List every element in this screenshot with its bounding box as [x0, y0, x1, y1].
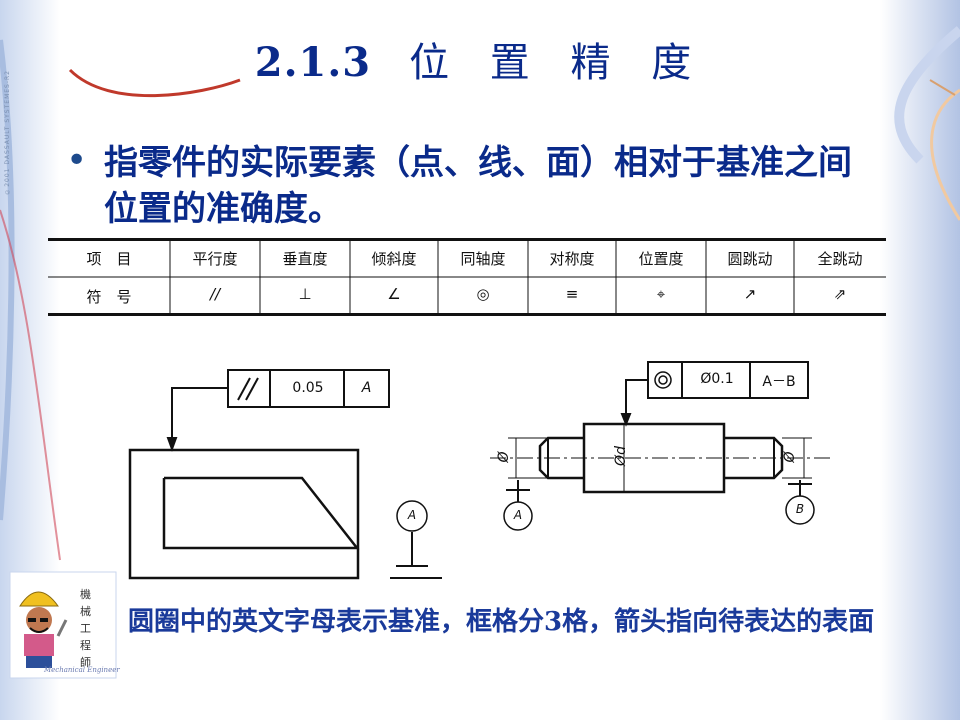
slide-title: 2.1.3 位 置 精 度: [0, 30, 960, 88]
mascot-vertical-text: 機械工程師: [80, 588, 91, 669]
concentricity-datum-ref: A－B: [762, 374, 796, 390]
datum-a-circle-label: A: [513, 508, 523, 522]
mascot-english-text: Mechanical Engineer: [44, 666, 120, 674]
mascot-icon: [9, 571, 117, 679]
circular-runout-symbol-icon: ↗: [743, 285, 757, 303]
table-row-header-items: 项 目: [86, 250, 132, 268]
angularity-symbol-icon: ∠: [387, 285, 401, 303]
concentricity-tolerance-value: Ø0.1: [700, 371, 734, 387]
table-item-symmetry: 对称度: [549, 250, 595, 268]
center-diameter-label: Ød: [613, 446, 629, 466]
table-item-concentricity: 同轴度: [460, 250, 506, 268]
parallel-symbol-icon: //: [209, 285, 221, 303]
table-row-header-symbols: 符 号: [86, 288, 132, 306]
datum-a-label: A: [407, 508, 417, 522]
table-item-circular-runout: 圆跳动: [727, 250, 773, 268]
parallelism-tolerance-value: 0.05: [292, 380, 324, 396]
total-runout-symbol-icon: ⇗: [833, 285, 847, 303]
position-symbol-icon: ⌖: [656, 285, 666, 303]
symbol-table: [48, 238, 886, 316]
bullet-dot: •: [66, 140, 88, 181]
parallelism-datum-ref: A: [361, 380, 372, 396]
right-diameter-label: Ø: [782, 451, 798, 463]
datum-b-circle-label: B: [795, 502, 805, 516]
title-number: 2.1.3: [254, 39, 372, 86]
perpendicular-symbol-icon: ⊥: [298, 285, 312, 303]
table-item-position: 位置度: [638, 250, 684, 268]
left-diameter-label: Ø: [496, 451, 512, 463]
bullet-text: 指零件的实际要素（点、线、面）相对于基准之间位置的准确度。: [104, 143, 852, 229]
table-item-angularity: 倾斜度: [371, 250, 417, 268]
table-item-perpendicularity: 垂直度: [282, 250, 328, 268]
title-text: 位 置 精 度: [409, 40, 706, 86]
table-item-total-runout: 全跳动: [817, 250, 863, 268]
table-item-parallelism: 平行度: [192, 250, 238, 268]
caption-text: 圆圈中的英文字母表示基准，框格分3格，箭头指向待表达的表面: [128, 607, 875, 637]
concentricity-symbol-icon: ◎: [476, 285, 490, 303]
symmetry-symbol-icon: ≡: [565, 285, 579, 303]
